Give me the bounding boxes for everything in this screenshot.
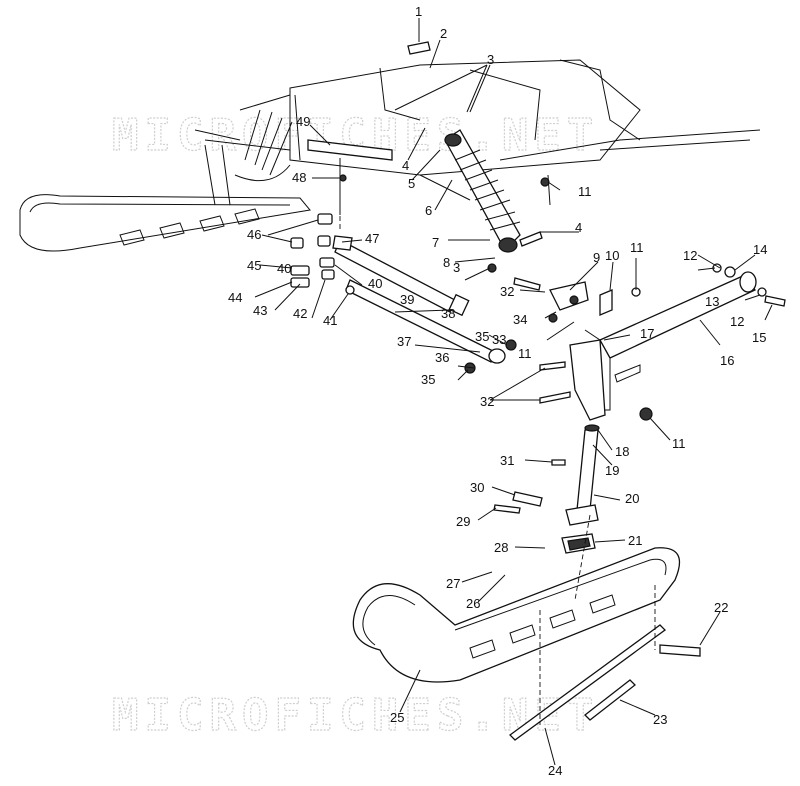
chassis-frame <box>289 59 761 201</box>
alignment-lines <box>339 160 656 725</box>
steering-bracket <box>549 281 613 316</box>
callout-35-lower: 35 <box>421 372 435 387</box>
callout-44: 44 <box>228 290 242 305</box>
callout-39: 39 <box>400 292 414 307</box>
callout-45: 45 <box>247 258 261 273</box>
callout-26: 26 <box>466 596 480 611</box>
callout-5: 5 <box>408 176 415 191</box>
upper-a-arm <box>584 271 757 411</box>
callout-4-lower: 4 <box>575 220 582 235</box>
callout-16: 16 <box>720 353 734 368</box>
callout-2: 2 <box>440 26 447 41</box>
callout-40-right: 40 <box>368 276 382 291</box>
callout-42: 42 <box>293 306 307 321</box>
callout-32-upper: 32 <box>500 284 514 299</box>
callout-20: 20 <box>625 491 639 506</box>
callout-36: 36 <box>435 350 449 365</box>
callout-18: 18 <box>615 444 629 459</box>
callout-47: 47 <box>365 231 379 246</box>
callout-6: 6 <box>425 203 432 218</box>
tie-rods <box>332 235 506 364</box>
callout-11-bracket: 11 <box>630 240 644 255</box>
callout-49: 49 <box>296 114 310 129</box>
callout-1: 1 <box>415 4 422 19</box>
callout-29: 29 <box>456 514 470 529</box>
callout-41: 41 <box>323 313 337 328</box>
left-ski <box>19 129 311 252</box>
callout-40-left: 40 <box>277 261 291 276</box>
front-ski <box>352 533 681 683</box>
wear-bar <box>509 624 701 741</box>
callout-labels: 1 2 3 3 4 4 5 6 7 8 9 10 11 11 11 11 12 … <box>228 4 767 778</box>
callout-3-top: 3 <box>487 52 494 67</box>
callout-15: 15 <box>752 330 766 345</box>
leader-lines <box>254 18 773 766</box>
callout-48: 48 <box>292 170 306 185</box>
small-hardware-right <box>464 174 786 514</box>
callout-12-left: 12 <box>683 248 697 263</box>
callout-31: 31 <box>500 453 514 468</box>
callout-11-mid: 11 <box>518 346 532 361</box>
callout-7: 7 <box>432 235 439 250</box>
callout-21: 21 <box>628 533 642 548</box>
callout-17: 17 <box>640 326 654 341</box>
spindle-assembly <box>565 339 606 526</box>
callout-30: 30 <box>470 480 484 495</box>
callout-12-right: 12 <box>730 314 744 329</box>
callout-13: 13 <box>705 294 719 309</box>
callout-27: 27 <box>446 576 460 591</box>
callout-32-lower: 32 <box>480 394 494 409</box>
callout-22: 22 <box>714 600 728 615</box>
callout-37: 37 <box>397 334 411 349</box>
callout-25: 25 <box>390 710 404 725</box>
callout-19: 19 <box>605 463 619 478</box>
callout-8: 8 <box>443 255 450 270</box>
callout-23: 23 <box>653 712 667 727</box>
callout-14: 14 <box>753 242 767 257</box>
callout-28: 28 <box>494 540 508 555</box>
callout-4-upper: 4 <box>402 158 409 173</box>
callout-11-top: 11 <box>578 184 592 199</box>
callout-24: 24 <box>548 763 562 778</box>
callout-35-upper: 35 <box>475 329 489 344</box>
callout-11-lower: 11 <box>672 436 686 451</box>
callout-3-lower: 3 <box>453 260 460 275</box>
watermark-bottom: MICROFICHES.NET <box>112 690 599 741</box>
rear-shock-absorber <box>234 94 293 182</box>
callout-34: 34 <box>513 312 527 327</box>
callout-46: 46 <box>247 227 261 242</box>
callout-43: 43 <box>253 303 267 318</box>
callout-33: 33 <box>492 332 506 347</box>
callout-38: 38 <box>441 306 455 321</box>
callout-10: 10 <box>605 248 619 263</box>
front-shock-absorber <box>444 129 521 253</box>
callout-9: 9 <box>593 250 600 265</box>
